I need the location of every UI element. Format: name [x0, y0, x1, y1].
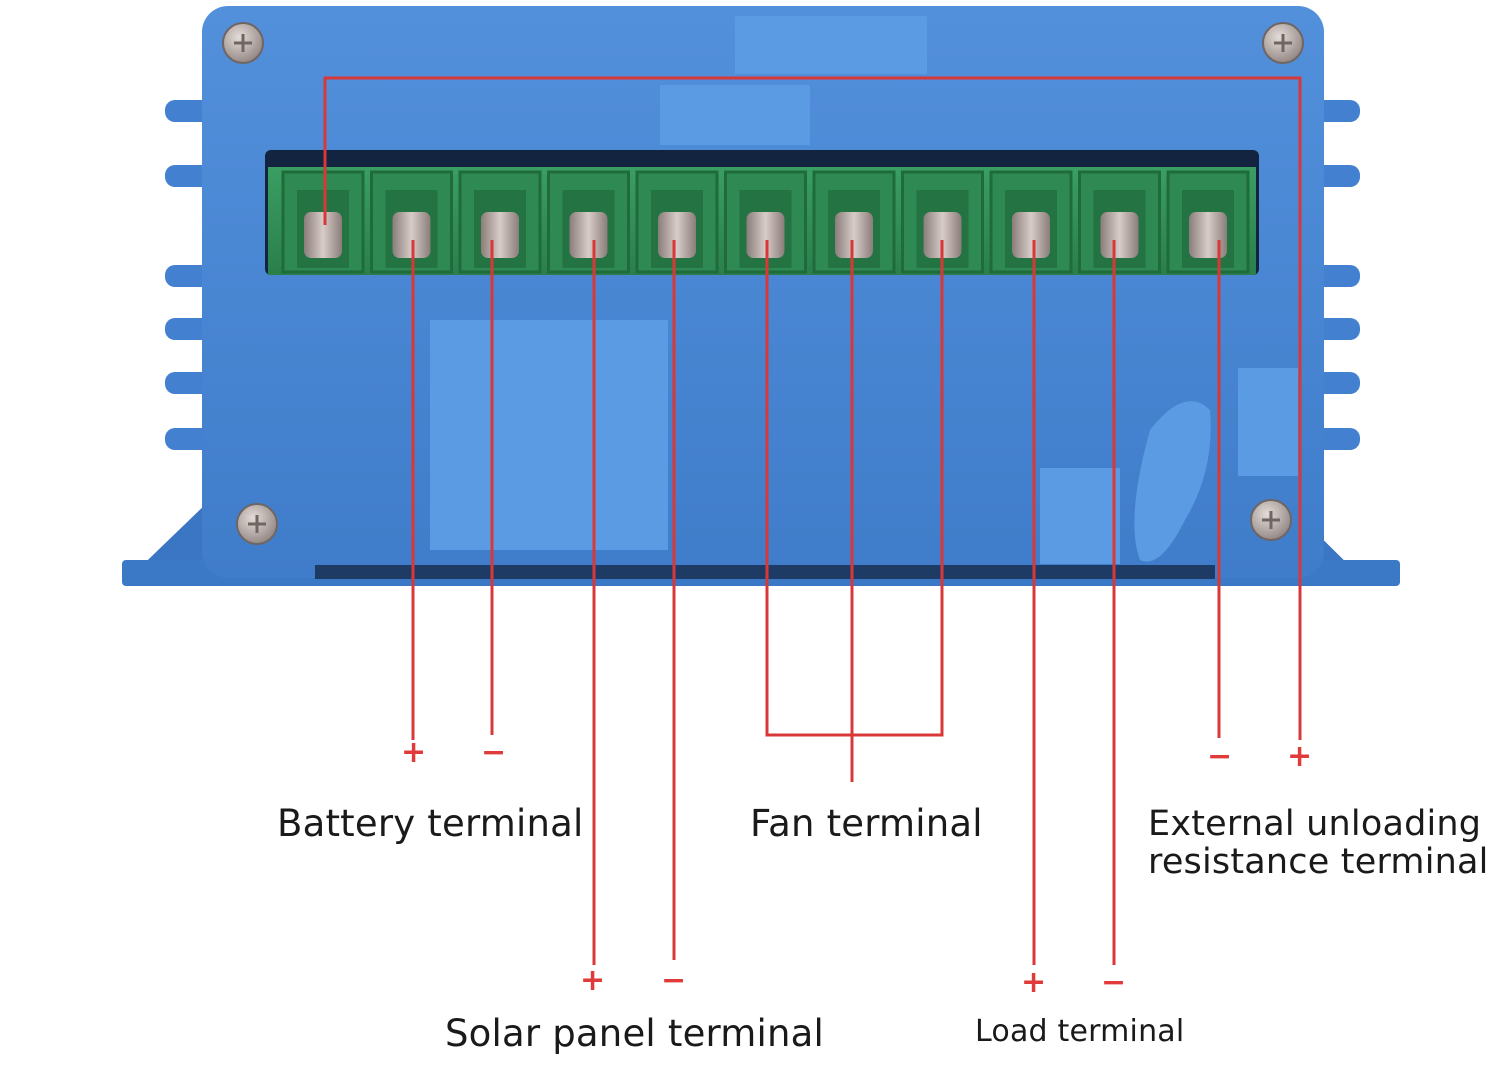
terminal-screw-icon	[569, 212, 608, 258]
label-patch	[660, 85, 810, 145]
fan-terminal-label: Fan terminal	[750, 802, 983, 845]
terminal-screw-icon	[1012, 212, 1050, 258]
solar-plus-sign: +	[580, 963, 606, 998]
label-patch	[1238, 368, 1298, 476]
external-terminal-label-line2: resistance terminal	[1148, 842, 1489, 882]
external-terminal-label-line1: External unloading	[1148, 804, 1482, 844]
screw-icon	[1250, 499, 1292, 541]
label-patch	[735, 16, 927, 74]
terminal-screw-icon	[835, 212, 873, 258]
terminal-screw-icon	[304, 212, 342, 258]
battery-minus-sign: −	[481, 735, 507, 770]
wire-external-plus	[323, 76, 1302, 740]
load-plus-sign: +	[1021, 965, 1047, 1000]
label-patch	[430, 320, 668, 550]
load-terminal-label: Load terminal	[975, 1014, 1185, 1049]
external-minus-sign: −	[1207, 739, 1233, 774]
battery-plus-sign: +	[401, 735, 427, 770]
battery-terminal-label: Battery terminal	[277, 802, 584, 845]
screw-icon	[236, 503, 278, 545]
load-minus-sign: −	[1101, 965, 1127, 1000]
wiring-lines	[323, 76, 1302, 965]
terminal-screw-icon	[1100, 212, 1139, 258]
terminal-screw-icon	[1189, 212, 1227, 258]
external-plus-sign: +	[1287, 739, 1313, 774]
terminal-cells	[281, 170, 1250, 274]
terminal-screw-icon	[923, 212, 962, 258]
solar-terminal-label: Solar panel terminal	[445, 1012, 825, 1055]
terminal-screw-icon	[392, 212, 431, 258]
label-patch	[1040, 468, 1120, 564]
screw-icon	[222, 22, 264, 64]
solar-minus-sign: −	[661, 963, 687, 998]
wire-fan-a	[765, 240, 944, 737]
housing-bottom-slot	[315, 565, 1215, 579]
terminal-screw-icon	[658, 212, 696, 258]
screw-icon	[1262, 22, 1304, 64]
label-patch	[1134, 401, 1211, 562]
terminal-screw-icon	[481, 212, 519, 258]
terminal-screw-icon	[746, 212, 785, 258]
